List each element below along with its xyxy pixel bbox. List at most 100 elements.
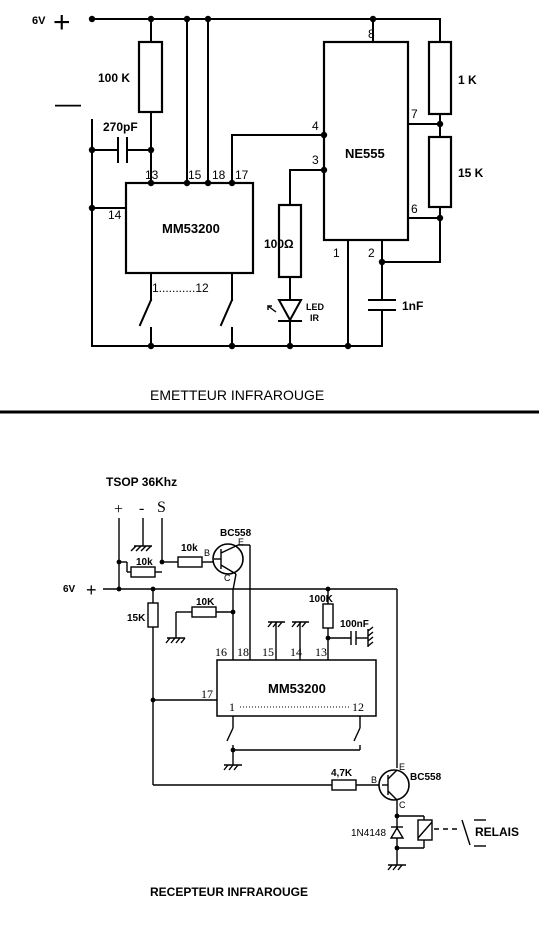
- led-emission-arrow: [267, 305, 277, 313]
- resistor-10k-base: [177, 556, 203, 568]
- ground-hatch: [175, 637, 181, 644]
- resistor-100k: [322, 603, 334, 629]
- ground-hatch: [267, 621, 273, 628]
- pin-17: 17: [235, 168, 249, 182]
- ground-hatch: [272, 621, 278, 628]
- ne555-pin-1: 1: [333, 246, 340, 260]
- ne555-pin-7: 7: [411, 107, 418, 121]
- q1-collector: [220, 564, 237, 575]
- ground-hatch: [140, 545, 147, 552]
- junction-dot: [325, 586, 331, 592]
- wire: [232, 573, 237, 591]
- label-1k: 1 K: [458, 73, 477, 87]
- q1-b-label: B: [204, 548, 210, 558]
- pin-17: 17: [201, 687, 213, 701]
- relay-contact: [461, 819, 471, 846]
- ground-hatch: [130, 545, 137, 552]
- junction-dot: [116, 586, 122, 592]
- ground-hatch: [387, 864, 393, 871]
- emitter-caption: EMETTEUR INFRAROUGE: [150, 387, 324, 403]
- ne555-pin-2: 2: [368, 246, 375, 260]
- ne555-pin-8: 8: [368, 27, 375, 41]
- tsop-plus: +: [114, 501, 123, 518]
- q2-c-label: C: [399, 800, 406, 810]
- junction-dot: [159, 559, 165, 565]
- junction-dot: [230, 747, 236, 753]
- ground-hatch: [392, 864, 398, 871]
- diode-1n4148: [389, 826, 405, 839]
- q1-emitter: [220, 544, 239, 554]
- tsop-s: S: [157, 499, 166, 516]
- pin-15: 15: [188, 168, 202, 182]
- pin-13: 13: [315, 645, 327, 659]
- resistor-10k-ground: [191, 606, 217, 618]
- ground-hatch: [170, 637, 176, 644]
- junction-dot: [394, 813, 400, 819]
- switch-1: [226, 727, 234, 742]
- ground-hatch: [277, 621, 283, 628]
- junction-dot: [147, 179, 155, 187]
- ground-hatch: [233, 764, 239, 771]
- label-100k: 100 K: [98, 71, 130, 85]
- junction-dot: [88, 204, 96, 212]
- q2-emitter: [387, 769, 398, 780]
- receiver-supply-label: 6V: [63, 584, 76, 595]
- pin-18: 18: [237, 645, 249, 659]
- label-1n4148: 1N4148: [351, 828, 386, 839]
- resistor-4k7: [331, 779, 357, 791]
- switch-1: [138, 298, 153, 327]
- label-10k-b: 10k: [136, 557, 153, 568]
- label-4k7: 4,7K: [331, 768, 353, 779]
- q2-b-label: B: [371, 775, 377, 785]
- resistor-100k: [137, 40, 164, 114]
- label-ir: IR: [310, 313, 320, 323]
- q1-e-label: E: [238, 537, 244, 547]
- resistor-1k: [427, 40, 453, 116]
- junction-dot: [436, 120, 444, 128]
- junction-dot: [325, 635, 331, 641]
- resistor-15k: [147, 602, 159, 628]
- ground-hatch: [397, 864, 403, 871]
- junction-dot: [436, 214, 444, 222]
- label-100k: 100K: [309, 594, 334, 605]
- relay-coil: [417, 819, 433, 841]
- ne555-pin-3: 3: [312, 153, 319, 167]
- switch-12: [219, 298, 234, 327]
- junction-dot: [147, 146, 155, 154]
- pin-1: 1: [229, 700, 235, 714]
- label-led: LED: [306, 302, 325, 312]
- ic-ne555-label: NE555: [345, 146, 385, 161]
- tsop-minus: -: [139, 500, 144, 517]
- ic-mm53200-emitter: [124, 181, 255, 275]
- ground-hatch: [228, 764, 234, 771]
- receiver-caption: RECEPTEUR INFRAROUGE: [150, 885, 308, 899]
- ground-hatch: [180, 637, 186, 644]
- ground-hatch: [291, 621, 297, 628]
- emitter-minus-sign: —: [55, 88, 81, 118]
- q2-collector: [387, 790, 398, 801]
- ground-hatch: [301, 621, 307, 628]
- junction-dot: [147, 342, 155, 350]
- receiver-plus-sign: +: [86, 580, 97, 600]
- junction-dot: [320, 131, 328, 139]
- ground-hatch: [165, 637, 171, 644]
- receiver-circuit: TSOP 36Khz + - S 10k 10k BC558 B: [63, 475, 519, 899]
- q1-c-label: C: [224, 573, 231, 583]
- label-relay: RELAIS: [475, 825, 519, 839]
- label-q2: BC558: [410, 772, 442, 783]
- ground-hatch: [223, 764, 229, 771]
- ground-hatch: [135, 545, 142, 552]
- junction-dot: [228, 342, 236, 350]
- ic-mm53200-receiver-label: MM53200: [268, 681, 326, 696]
- emitter-circuit: 6V + — 100 K 270pF MM53200 13 15 18 17: [32, 6, 484, 403]
- q2-e-label: E: [399, 762, 405, 772]
- pin-16: 16: [215, 645, 227, 659]
- junction-dot: [88, 15, 96, 23]
- junction-dot: [230, 609, 236, 615]
- ne555-pin-6: 6: [411, 202, 418, 216]
- ground-hatch: [367, 626, 374, 632]
- junction-dot: [204, 179, 212, 187]
- resistor-10k-pullup: [130, 566, 156, 578]
- label-10k-c: 10K: [196, 597, 215, 608]
- pin-range: 1...........12: [152, 281, 209, 295]
